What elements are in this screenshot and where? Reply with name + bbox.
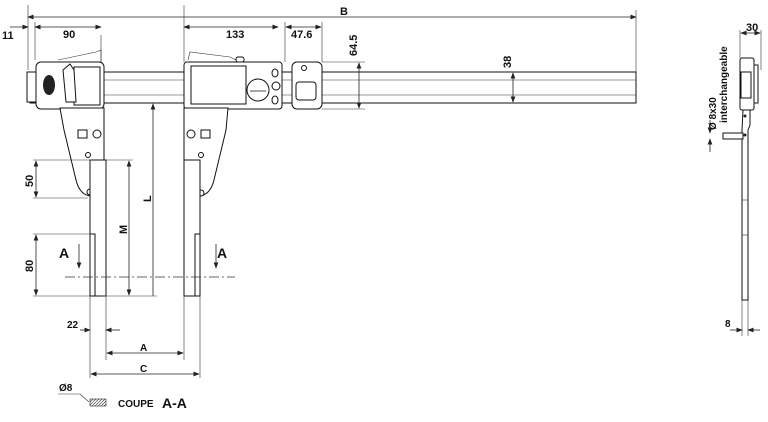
- dim-b-label: B: [340, 6, 348, 18]
- dim-47-6-label: 47.6: [291, 29, 312, 41]
- dimension-lines: [10, 5, 637, 403]
- dim-a-label: A: [140, 343, 147, 354]
- dim-38-label: 38: [502, 56, 514, 68]
- dim-22-label: 22: [67, 320, 79, 331]
- fixed-jaw-head: [26, 35, 105, 110]
- section-name-label: A-A: [162, 395, 187, 411]
- beam: [29, 71, 637, 104]
- dim-133-label: 133: [226, 29, 244, 41]
- dim-64-5-label: 64.5: [348, 35, 360, 56]
- dim-90-label: 90: [63, 29, 75, 41]
- section-prefix-label: COUPE: [118, 399, 154, 410]
- left-jaw: [59, 107, 107, 297]
- slider-body: [183, 5, 283, 110]
- tip-note-label: interchangeable: [719, 46, 730, 123]
- dim-c-label: C: [140, 364, 147, 375]
- dim-80-label: 80: [24, 260, 36, 272]
- dim-8-label: 8: [725, 319, 731, 330]
- section-mark-left: A: [59, 245, 69, 261]
- tip-diameter-label: Ø 8x30: [708, 97, 719, 130]
- end-head: [291, 61, 323, 110]
- section-diameter-label: Ø8: [59, 383, 73, 394]
- dim-30-label: 30: [746, 22, 758, 34]
- dim-50-label: 50: [24, 175, 36, 187]
- side-view: [707, 30, 762, 336]
- section-hatch: [89, 398, 107, 407]
- section-mark-right: A: [217, 245, 227, 261]
- dim-l-label: L: [142, 195, 154, 202]
- right-jaw: [183, 107, 229, 297]
- dim-m-label: M: [118, 225, 130, 234]
- dim-11-label: 11: [2, 30, 14, 42]
